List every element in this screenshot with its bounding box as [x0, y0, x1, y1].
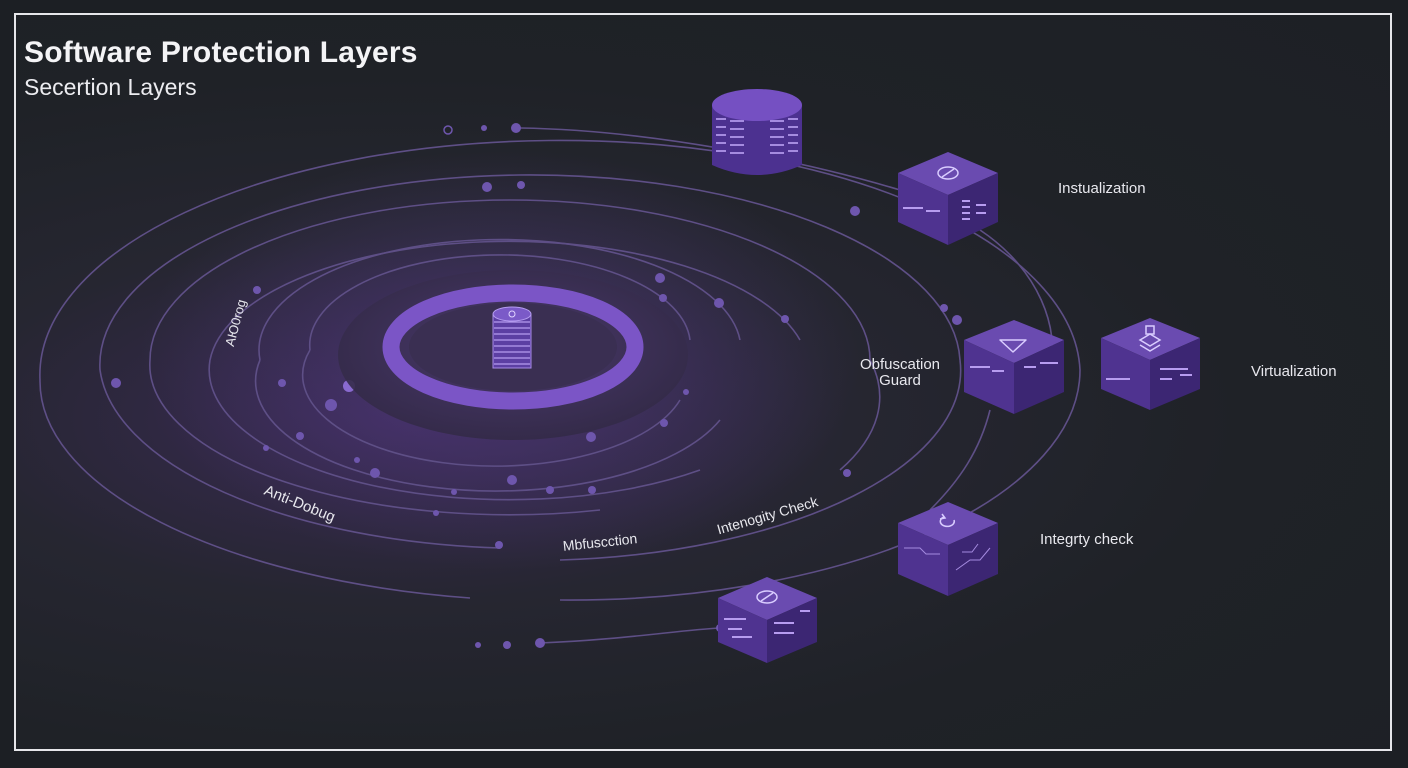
cube-text-marks	[724, 610, 810, 638]
server-stack-top	[492, 306, 532, 322]
server-stack-lines	[494, 321, 530, 365]
orbit-dot	[781, 315, 789, 323]
cube-top-face	[898, 502, 998, 545]
orbit-dot	[495, 541, 503, 549]
orbit-line-bottom	[539, 627, 721, 644]
orbit-dot	[296, 432, 304, 440]
orbit-dot	[481, 125, 487, 131]
database-body	[712, 105, 802, 175]
cube-integrity-check	[898, 502, 998, 596]
label-obfuscation-guard-line2: Guard	[879, 372, 921, 389]
orbit-dot	[325, 399, 337, 411]
target-icon	[937, 166, 959, 180]
orbit-dot	[433, 510, 439, 516]
orbit-dot	[660, 419, 668, 427]
orbit-ring-outer-top	[39, 139, 1081, 381]
orbit-dot	[588, 486, 596, 494]
page-subtitle: Secertion Layers	[24, 74, 197, 100]
orbit-dot	[655, 273, 665, 283]
orbit-ring-2-top	[99, 174, 961, 371]
cube-left-face	[964, 340, 1014, 414]
orbit-dot	[451, 489, 457, 495]
label-obfuscation-guard: Obfuscation Guard	[844, 357, 956, 389]
cube-bottom	[718, 577, 817, 663]
label-obfuscation-guard-line1: Obfuscation	[859, 356, 941, 373]
orbit-dot	[659, 294, 667, 302]
orbit-dot	[263, 445, 269, 451]
server-stack-icon	[492, 306, 532, 369]
cube-text-marks	[1106, 368, 1192, 380]
orbit-dot	[354, 457, 360, 463]
orbit-ring-2-left	[99, 369, 501, 549]
cube-top-face	[1101, 318, 1200, 360]
stack-icon	[1138, 325, 1162, 352]
orbit-ring-3-top	[149, 199, 871, 361]
cube-virtualization	[1101, 318, 1200, 410]
orbit-line-connector	[929, 409, 991, 511]
target-icon	[756, 590, 778, 604]
cube-right-face	[948, 173, 998, 245]
refresh-icon	[939, 513, 956, 528]
orbit-dot	[714, 298, 724, 308]
orbit-ring-4-top	[209, 240, 801, 361]
orbit-dot	[482, 182, 492, 192]
orbit-dot	[843, 469, 851, 477]
orbit-ring-6-bottom	[301, 349, 681, 467]
shield-icon	[999, 339, 1027, 353]
orbit-dot	[443, 125, 453, 135]
orbit-dot	[546, 486, 554, 494]
orbit-dot	[952, 315, 962, 325]
cube-instualization	[898, 152, 998, 245]
label-virtualization: Virtualization	[1251, 363, 1337, 380]
core-ring	[382, 284, 644, 410]
orbit-ring-5-top	[258, 238, 741, 361]
cube-top-face	[718, 577, 817, 620]
orbit-ring-3-bottom	[149, 359, 601, 516]
orbit-dot	[940, 304, 948, 312]
page-title: Software Protection Layers	[24, 36, 418, 69]
cube-top-face	[964, 320, 1064, 363]
orbit-dot	[683, 389, 689, 395]
orbit-dot	[278, 379, 286, 387]
cube-right-face	[1014, 340, 1064, 414]
orbit-dot	[535, 638, 545, 648]
orbit-ring-2-bottom	[559, 359, 962, 561]
cube-text-marks	[903, 200, 986, 220]
orbit-ring-3-right	[839, 359, 881, 471]
orbit-dot	[475, 642, 481, 648]
orbit-dot	[111, 378, 121, 388]
orbit-ring-4-bottom	[208, 359, 701, 501]
orbit-dot	[503, 641, 511, 649]
cube-circuit-marks	[904, 543, 991, 571]
database-icon	[712, 89, 802, 175]
cube-left-face	[898, 523, 948, 596]
cube-left-face	[718, 598, 767, 663]
database-top	[712, 89, 802, 121]
label-instualization: Instualization	[1058, 180, 1146, 197]
orbit-dot	[253, 286, 261, 294]
database-text-lines	[716, 118, 798, 154]
orbit-dot	[586, 432, 596, 442]
orbit-dot	[517, 181, 525, 189]
server-stack-body	[492, 313, 532, 369]
server-stack-dot	[508, 310, 516, 318]
orbit-ring-outer-left	[39, 379, 471, 599]
orbit-dot	[370, 468, 380, 478]
orbit-dot	[511, 123, 521, 133]
cube-right-face	[1150, 338, 1200, 410]
orbit-dot	[507, 475, 517, 485]
orbit-dot	[850, 206, 860, 216]
label-integrity-check: Integrty check	[1040, 531, 1134, 548]
orbit-ring-5-bottom	[254, 359, 721, 492]
cube-obfuscation-guard	[964, 320, 1064, 414]
cube-text-marks	[970, 362, 1058, 372]
cube-left-face	[1101, 338, 1150, 410]
cube-right-face	[767, 598, 817, 663]
